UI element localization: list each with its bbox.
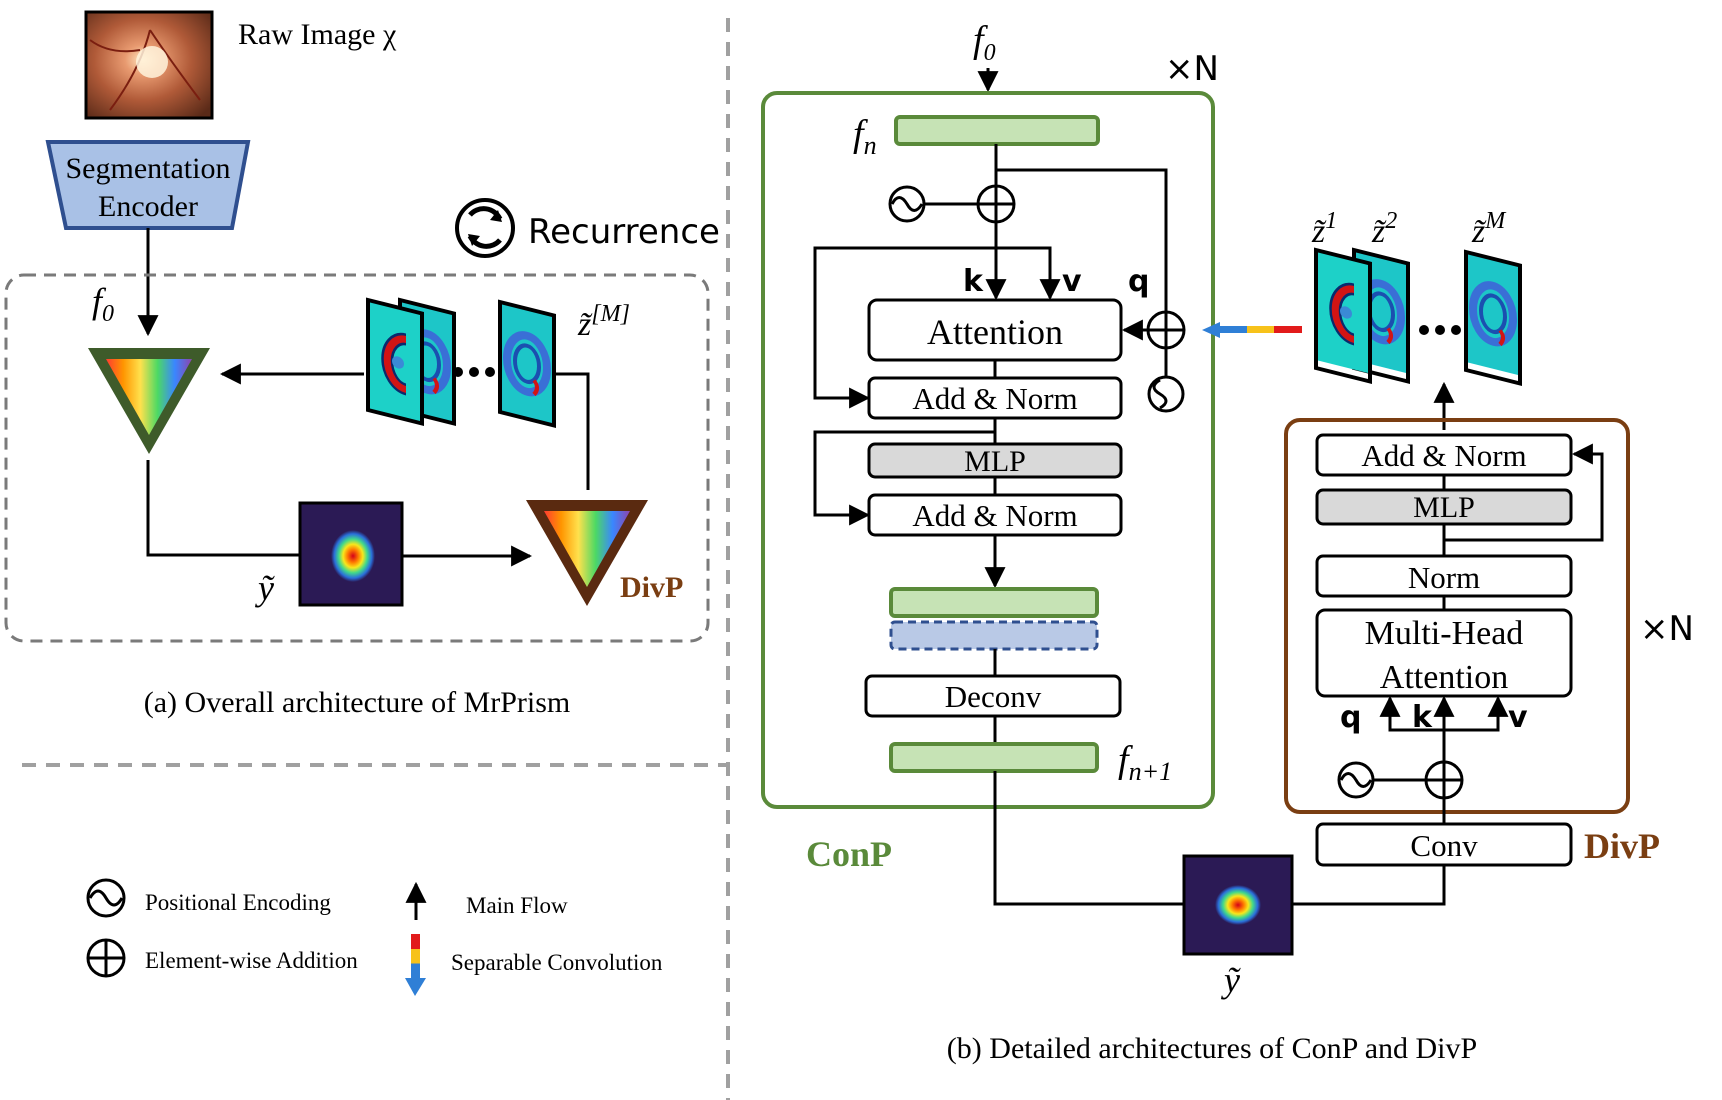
mha-label-2: Attention	[1380, 659, 1508, 696]
y-to-divp-line	[1292, 865, 1446, 906]
query-branch-line	[996, 168, 1168, 313]
divp-add-icon	[1424, 760, 1464, 800]
divp-k-label: k	[1412, 700, 1433, 735]
residual-1-arrow	[813, 246, 996, 409]
legend-pos-enc: Positional Encoding	[145, 890, 331, 915]
attention-label: Attention	[927, 312, 1063, 352]
z2-label: z̃2	[1371, 208, 1397, 250]
segmentation-encoder	[45, 140, 251, 230]
conp-output-line	[993, 771, 1184, 906]
conp-q-add-icon	[1146, 310, 1186, 350]
raw-image-label: Raw Image χ	[238, 18, 397, 51]
divp-q-label: q	[1340, 700, 1361, 735]
deconv-box	[864, 674, 1122, 718]
recurrence-label: Recurrence	[528, 212, 720, 252]
divp-times-n: ×N	[1640, 609, 1694, 649]
right-y-label: ỹ	[1221, 960, 1241, 1000]
divp-norm-label: Norm	[1408, 560, 1480, 595]
conp-to-y-line	[146, 460, 300, 557]
conp-pos-enc-icon	[888, 185, 926, 223]
conp-add-icon	[976, 184, 1016, 224]
divp-title: DivP	[1584, 826, 1660, 866]
divp-residual-arrow	[1444, 443, 1604, 542]
conp-k-label: k	[963, 264, 984, 299]
recurrence-box	[4, 273, 710, 643]
raw-image	[84, 10, 214, 120]
right-segmap-stack	[1316, 250, 1520, 386]
encoder-label-2: Encoder	[98, 190, 198, 223]
separable-conv-icon	[411, 934, 420, 978]
deconv-label: Deconv	[945, 679, 1042, 714]
legend-sep-conv: Separable Convolution	[451, 950, 663, 975]
left-z-label: z̃[M]	[577, 301, 630, 343]
left-segmap-stack	[368, 300, 554, 425]
left-divp-label: DivP	[620, 571, 683, 604]
conp-add-norm-2-label: Add & Norm	[912, 498, 1077, 533]
divp-prism	[526, 500, 648, 606]
divp-mlp-label: MLP	[1413, 491, 1475, 524]
conp-v-label: v	[1062, 264, 1082, 299]
stack-to-divp-line	[556, 372, 590, 490]
conp-title: ConP	[806, 834, 892, 874]
element-wise-addition-icon	[86, 938, 126, 978]
divp-v-arrow	[1444, 695, 1509, 732]
fn-label: fn	[853, 113, 877, 160]
z1-label: z̃1	[1311, 208, 1337, 250]
divp-add-norm-label: Add & Norm	[1361, 438, 1526, 473]
v-arrow	[996, 246, 1061, 301]
fn1-feature-bar	[889, 742, 1099, 773]
conp-prism	[88, 348, 210, 454]
divp-pos-enc-icon	[1337, 761, 1375, 799]
conp-f0-label: f0	[973, 19, 996, 66]
right-y-image	[1182, 854, 1294, 956]
caption-a: (a) Overall architecture of MrPrism	[144, 686, 571, 719]
divp-v-label: v	[1508, 700, 1528, 735]
left-f0-label: f0	[92, 281, 114, 327]
conp-times-n: ×N	[1165, 49, 1219, 89]
left-y-label: ỹ	[255, 568, 275, 608]
divp-conv-label: Conv	[1410, 828, 1478, 863]
zM-label: z̃M	[1471, 208, 1507, 250]
encoder-label-1: Segmentation	[66, 152, 231, 185]
conp-q-pos-enc-icon	[1147, 375, 1185, 413]
mha-label-1: Multi-Head	[1365, 615, 1524, 652]
positional-encoding-icon	[86, 878, 126, 918]
left-y-image	[298, 501, 404, 607]
legend: Positional Encoding Element-wise Additio…	[86, 878, 663, 996]
conp-mlp-label: MLP	[964, 445, 1026, 478]
fn1-label: fn+1	[1118, 739, 1172, 786]
fn-feature-bar	[894, 115, 1100, 146]
legend-add: Element-wise Addition	[145, 948, 358, 973]
conp-add-norm-1-label: Add & Norm	[912, 381, 1077, 416]
divp-conv-box	[1315, 822, 1573, 867]
residual-2-arrow	[813, 430, 995, 526]
conp-green-bar	[889, 587, 1099, 618]
caption-b: (b) Detailed architectures of ConP and D…	[947, 1032, 1477, 1065]
conp-blue-dashed-bar	[889, 620, 1099, 651]
recurrence-icon	[455, 198, 515, 258]
separable-conv-arrow	[1220, 326, 1302, 333]
divp-block	[1284, 418, 1630, 814]
conp-q-label: q	[1128, 264, 1149, 299]
legend-main-flow: Main Flow	[466, 893, 568, 918]
conp-block	[761, 91, 1215, 809]
